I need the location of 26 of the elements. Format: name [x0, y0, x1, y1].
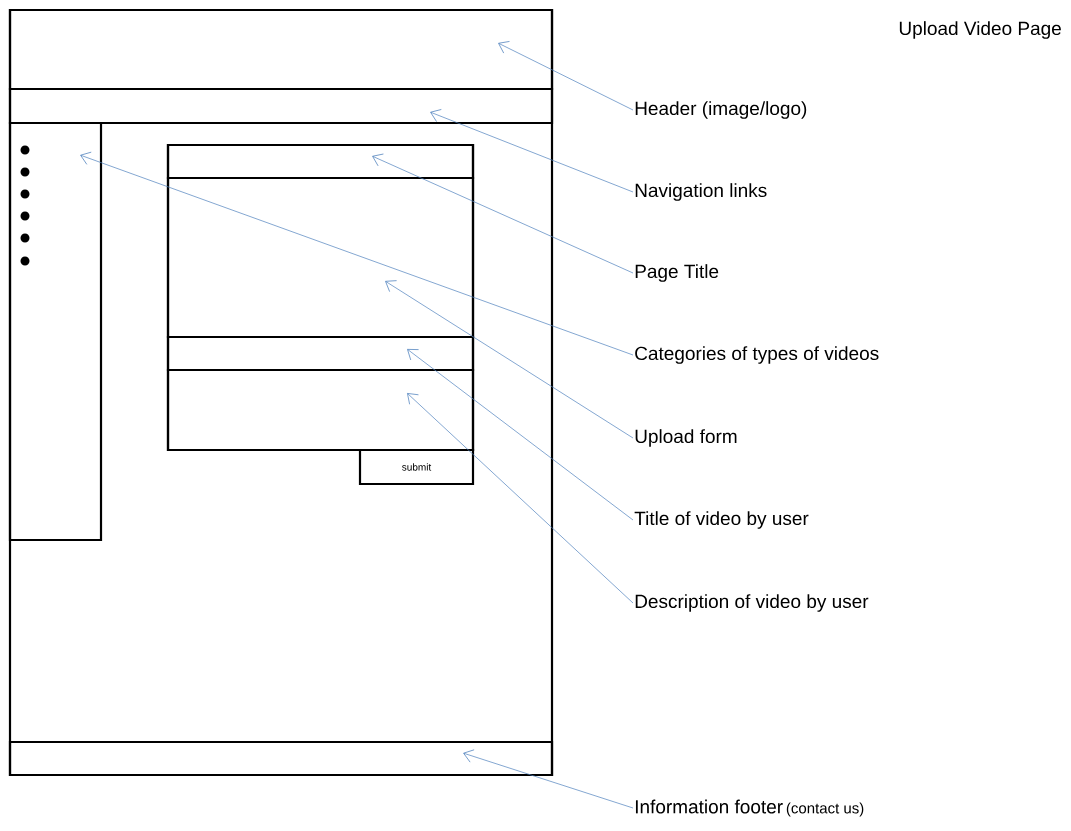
- title-field: [166, 143, 475, 180]
- annotation-label: Description of video by user: [635, 594, 869, 612]
- leader-line: [463, 749, 634, 809]
- diagram-title: Upload Video Page: [899, 21, 1061, 39]
- annotation-label: Page Title: [635, 264, 719, 282]
- leader-line: [385, 280, 634, 439]
- navigation-bar: [8, 87, 554, 125]
- text-field: [166, 335, 475, 372]
- leader-line: [80, 151, 634, 356]
- annotation-label: Title of video by user: [634, 511, 809, 529]
- leader-line: [430, 109, 634, 193]
- leader-line: [498, 41, 634, 111]
- annotation-label: Information footer (contact us): [635, 799, 864, 817]
- leader-line: [407, 349, 634, 521]
- annotation-label: Upload form: [635, 429, 737, 447]
- annotation-label: Header (image/logo): [635, 101, 807, 119]
- submit-button: submit: [358, 448, 475, 486]
- header-band: [8, 8, 554, 91]
- footer-band: [8, 740, 554, 777]
- sidebar-panel: [8, 121, 103, 542]
- upload-area: [166, 176, 475, 339]
- annotation-label: Navigation links: [635, 183, 767, 201]
- annotation-label: Categories of types of videos: [635, 346, 879, 364]
- description-field: [166, 368, 475, 452]
- leader-line: [372, 153, 634, 274]
- leader-line: [407, 393, 634, 604]
